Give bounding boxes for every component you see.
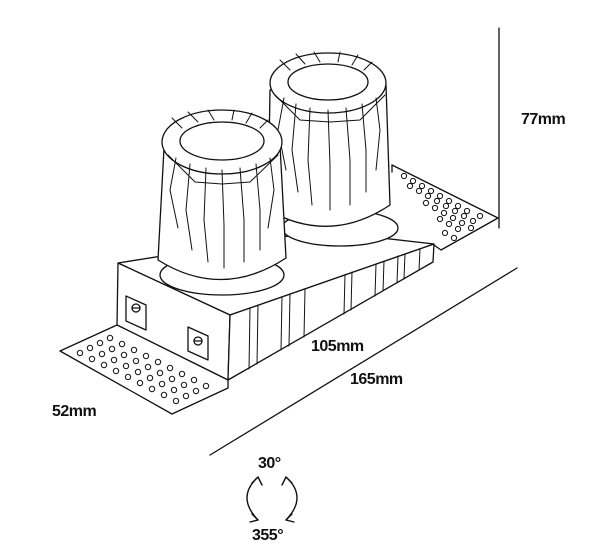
- front-clip-right: [187, 326, 209, 361]
- rotation-icon: [246, 476, 298, 523]
- left-flange: [59, 324, 229, 415]
- height-dimension-label: 77mm: [521, 111, 566, 128]
- heatsink-fins-front: [167, 109, 279, 269]
- rotation-angle-label: 355°: [252, 527, 284, 544]
- inner-length-dimension-label: 105mm: [311, 338, 364, 355]
- screw-icon: [193, 336, 203, 346]
- heatsink-fins-back: [274, 51, 386, 211]
- width-dimension-label: 52mm: [52, 403, 97, 420]
- spotlight-module-back: [267, 51, 399, 247]
- left-flange-holes: [76, 334, 210, 405]
- housing-ribs: [248, 248, 421, 370]
- length-dimension-line: [209, 267, 518, 456]
- front-clip-left: [125, 295, 147, 331]
- spotlight-module-front: [157, 109, 287, 296]
- housing-side: [227, 243, 435, 381]
- tilt-angle-label: 30°: [258, 455, 281, 472]
- right-flange-holes: [400, 172, 484, 242]
- screw-icon: [131, 303, 141, 313]
- right-flange: [391, 164, 499, 251]
- outer-length-dimension-label: 165mm: [350, 371, 403, 388]
